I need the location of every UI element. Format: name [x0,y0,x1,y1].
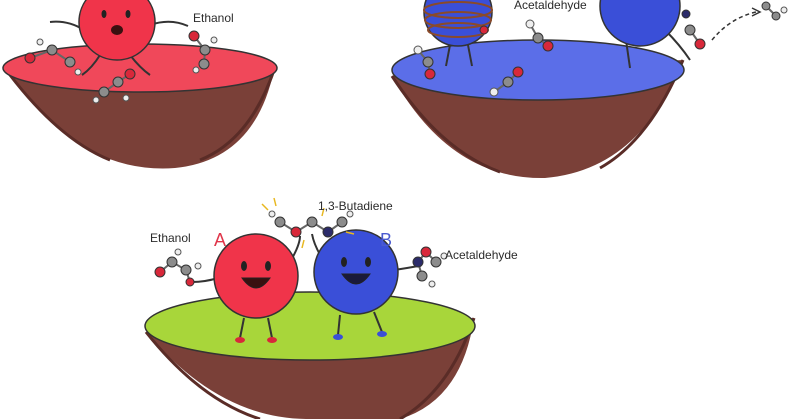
butadiene-molecule [268,210,354,238]
label-ethanol-top: Ethanol [193,11,234,25]
panel-red-ethanol: Ethanol [2,0,278,169]
red-bowl-soil [10,70,274,169]
site-a [213,233,299,319]
label-ethanol-bottom: Ethanol [150,231,191,245]
blue-site-top-right [599,0,681,47]
ethanol-molecule [24,38,82,76]
label-acetaldehyde-bottom: Acetaldehyde [445,248,518,262]
acetaldehyde-molecule [412,246,448,288]
label-site-a: A [214,230,226,250]
acetaldehyde-molecule [684,24,706,50]
ethanol-molecule [154,248,202,287]
escape-arrow [711,11,757,41]
panel-blue-acetaldehyde: Acetaldehyde [390,0,788,179]
label-site-b: B [380,230,392,250]
ethanol-molecule [92,68,136,104]
site-b [313,229,399,315]
acetaldehyde-molecule [489,66,524,97]
panel-cooperative: A B Ethanol Acetaldehyde [144,197,518,419]
sparkle-marks [261,197,355,249]
blue-platform [391,39,685,101]
acetaldehyde-molecule [413,45,436,80]
label-butadiene: 1,3-Butadiene [318,199,393,213]
acetaldehyde-molecule [525,19,554,52]
ethanol-molecule [188,30,218,74]
escaping-molecule [761,1,788,21]
green-platform [144,291,476,361]
label-acetaldehyde-top: Acetaldehyde [514,0,587,12]
